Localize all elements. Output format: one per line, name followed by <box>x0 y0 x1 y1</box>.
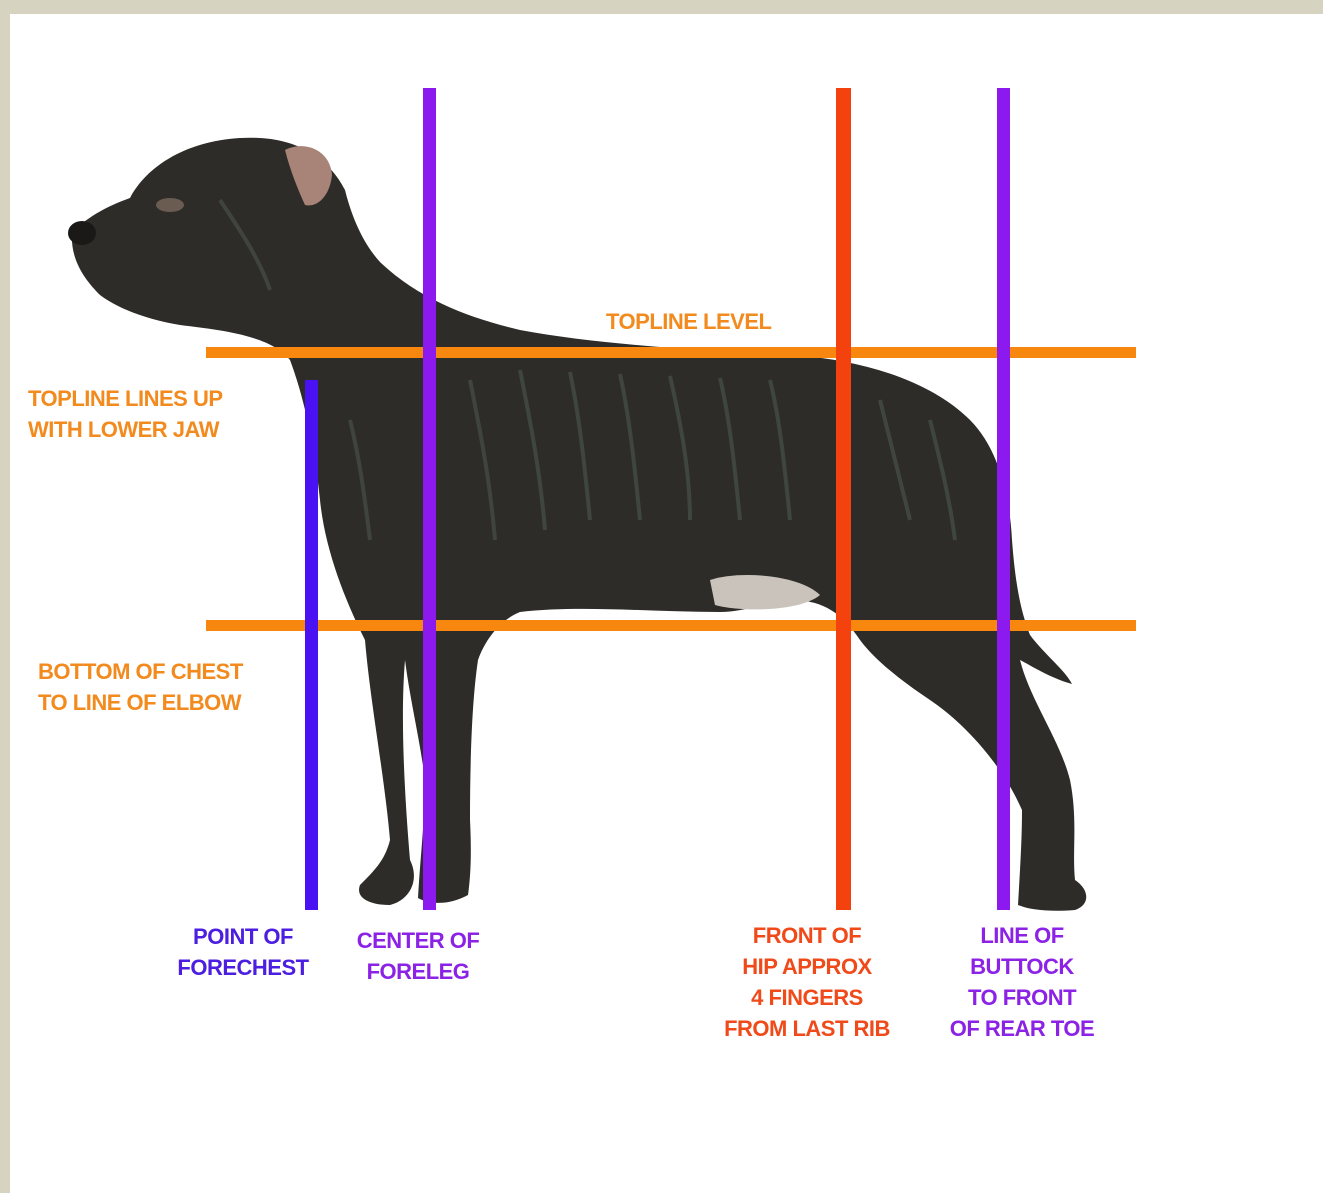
bottom-chest-label-line-2: TO LINE OF ELBOW <box>38 687 243 718</box>
buttock-label-line-1: LINE OF <box>932 920 1112 951</box>
forechest-line <box>305 380 318 910</box>
dog-body <box>72 138 1086 911</box>
dog-eye <box>156 198 184 212</box>
forechest-label: POINT OF FORECHEST <box>162 921 324 983</box>
buttock-label-line-3: TO FRONT <box>932 982 1112 1013</box>
topline-jaw-label: TOPLINE LINES UP WITH LOWER JAW <box>28 383 223 445</box>
topline-jaw-label-line-1: TOPLINE LINES UP <box>28 383 223 414</box>
bottom-chest-label: BOTTOM OF CHEST TO LINE OF ELBOW <box>38 656 243 718</box>
buttock-label: LINE OF BUTTOCK TO FRONT OF REAR TOE <box>932 920 1112 1044</box>
foreleg-label-line-1: CENTER OF <box>340 925 496 956</box>
hip-label-line-2: HIP APPROX <box>700 951 914 982</box>
dog-illustration <box>68 138 1086 911</box>
buttock-label-line-4: OF REAR TOE <box>932 1013 1112 1044</box>
topline-level-line <box>206 347 1136 358</box>
hip-label: FRONT OF HIP APPROX 4 FINGERS FROM LAST … <box>700 920 914 1044</box>
forechest-label-line-1: POINT OF <box>162 921 324 952</box>
topline-level-label: TOPLINE LEVEL <box>606 306 771 337</box>
topline-jaw-label-line-2: WITH LOWER JAW <box>28 414 223 445</box>
bottom-chest-label-line-1: BOTTOM OF CHEST <box>38 656 243 687</box>
buttock-line <box>997 88 1010 910</box>
hip-label-line-1: FRONT OF <box>700 920 914 951</box>
dog-nose <box>68 221 96 245</box>
foreleg-label: CENTER OF FORELEG <box>340 925 496 987</box>
hip-label-line-3: 4 FINGERS <box>700 982 914 1013</box>
bottom-chest-line <box>206 620 1136 631</box>
hip-line <box>836 88 851 910</box>
forechest-label-line-2: FORECHEST <box>162 952 324 983</box>
buttock-label-line-2: BUTTOCK <box>932 951 1112 982</box>
foreleg-line <box>423 88 436 910</box>
foreleg-label-line-2: FORELEG <box>340 956 496 987</box>
hip-label-line-4: FROM LAST RIB <box>700 1013 914 1044</box>
